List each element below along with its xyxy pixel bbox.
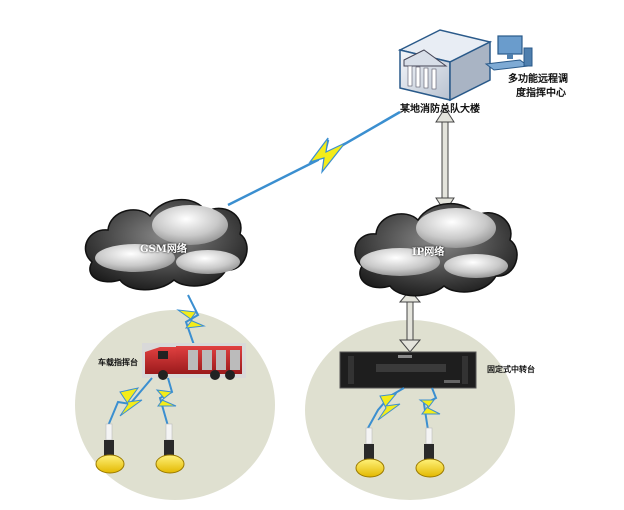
ip-cloud — [354, 202, 518, 297]
handheld-radio-icon — [95, 423, 125, 474]
rack-relay-icon — [339, 351, 477, 389]
hq-ip-arrow — [435, 107, 455, 213]
gsm-cloud — [84, 198, 248, 291]
computer-workstation-icon — [484, 35, 533, 71]
building-icon — [397, 29, 493, 102]
gsm-truck-wireless-link — [176, 294, 206, 346]
fixed-relay-label: 固定式中转台 — [487, 364, 535, 374]
truck-radio-wireless-links — [107, 377, 177, 427]
fire-truck-icon — [142, 343, 246, 380]
relay-radio-wireless-links — [367, 387, 441, 431]
gsm-network-label: GSM网络 — [140, 244, 187, 255]
hq-building-label: 某地消防总队大楼 — [400, 104, 480, 115]
dispatch-center-label-line2: 度指挥中心 — [516, 88, 566, 99]
handheld-radio-icon — [355, 427, 385, 478]
vehicle-console-label: 车载指挥台 — [98, 357, 138, 367]
ip-network-label: IP网络 — [412, 247, 445, 258]
dispatch-center-label-line1: 多功能远程调 — [508, 74, 568, 85]
handheld-radio-icon — [155, 423, 185, 474]
hq-gsm-wireless-link — [227, 110, 401, 207]
handheld-radio-icon — [415, 427, 445, 478]
